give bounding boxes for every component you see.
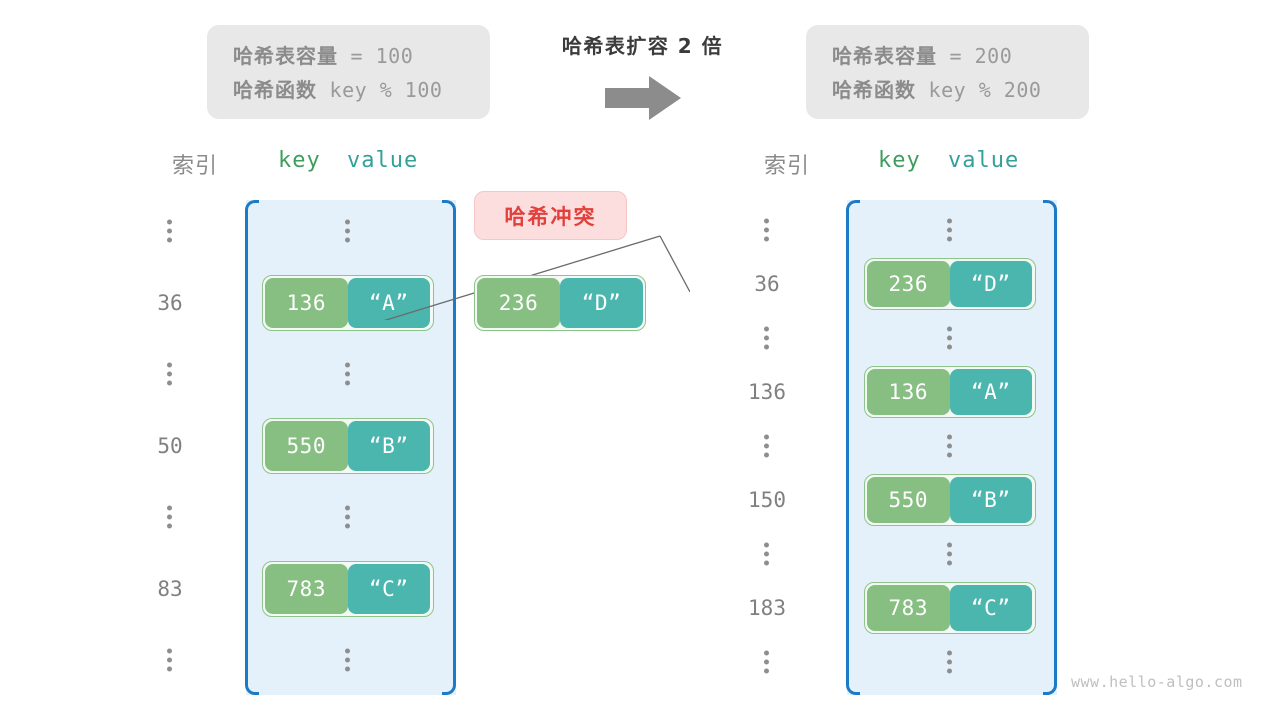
collision-badge-label: 哈希冲突 bbox=[504, 204, 597, 229]
left-table-corner-bl bbox=[245, 681, 259, 695]
index-ellipsis bbox=[764, 434, 770, 458]
right-arrow-icon bbox=[605, 76, 681, 120]
index-label: 36 bbox=[157, 290, 183, 315]
capacity-label-after: 哈希表容量 bbox=[832, 44, 937, 68]
index-ellipsis bbox=[764, 218, 770, 242]
index-label: 136 bbox=[748, 380, 786, 404]
cell-ellipsis bbox=[947, 650, 953, 674]
left-key-column-header: key bbox=[278, 148, 321, 173]
right-key-column-header: key bbox=[878, 148, 921, 173]
left-table-corner-br bbox=[442, 681, 456, 695]
kv-key: 136 bbox=[867, 369, 950, 415]
index-ellipsis bbox=[764, 542, 770, 566]
kv-key: 783 bbox=[265, 563, 348, 614]
capacity-line-after: 哈希表容量 = 200 bbox=[832, 39, 1063, 73]
index-label: 36 bbox=[754, 272, 780, 296]
watermark: www.hello-algo.com bbox=[1071, 673, 1243, 691]
hash-fn-expr-after: key % 200 bbox=[916, 78, 1042, 102]
kv-key: 136 bbox=[265, 277, 348, 328]
hash-fn-expr-before: key % 100 bbox=[317, 78, 443, 102]
right-table-right-edge bbox=[1054, 210, 1057, 685]
kv-value: “A” bbox=[949, 369, 1032, 415]
kv-pair[interactable]: 136“A” bbox=[262, 274, 434, 331]
cell-ellipsis bbox=[947, 542, 953, 566]
cell-ellipsis bbox=[345, 505, 351, 529]
floating-kv-key: 236 bbox=[477, 278, 560, 328]
left-table-corner-tl bbox=[245, 200, 259, 214]
kv-pair[interactable]: 783“C” bbox=[864, 582, 1036, 634]
transform-label: 哈希表扩容 2 倍 bbox=[561, 34, 724, 58]
capacity-expr-after: = 200 bbox=[937, 44, 1013, 68]
capacity-label-before: 哈希表容量 bbox=[233, 44, 338, 68]
cell-ellipsis bbox=[345, 648, 351, 672]
index-label: 50 bbox=[157, 433, 183, 458]
right-table-corner-bl bbox=[846, 681, 860, 695]
floating-kv-value: “D” bbox=[560, 278, 643, 328]
hash-table-info-before: 哈希表容量 = 100 哈希函数 key % 100 bbox=[207, 25, 490, 119]
index-ellipsis bbox=[167, 505, 173, 529]
cell-ellipsis bbox=[947, 218, 953, 242]
kv-key: 236 bbox=[867, 261, 950, 307]
kv-value: “B” bbox=[949, 477, 1032, 523]
hash-table-info-after: 哈希表容量 = 200 哈希函数 key % 200 bbox=[806, 25, 1089, 119]
kv-value: “C” bbox=[347, 563, 430, 614]
left-table-right-edge bbox=[453, 210, 456, 685]
collision-badge: 哈希冲突 bbox=[474, 191, 627, 240]
cell-ellipsis bbox=[345, 362, 351, 386]
right-index-column-header: 索引 bbox=[764, 154, 811, 179]
index-label: 183 bbox=[748, 596, 786, 620]
hash-fn-label-after: 哈希函数 bbox=[832, 78, 916, 102]
cell-ellipsis bbox=[947, 326, 953, 350]
left-index-column-header: 索引 bbox=[172, 154, 219, 179]
index-ellipsis bbox=[167, 648, 173, 672]
left-value-column-header: value bbox=[347, 148, 419, 173]
index-ellipsis bbox=[167, 219, 173, 243]
index-label: 83 bbox=[157, 576, 183, 601]
capacity-line-before: 哈希表容量 = 100 bbox=[233, 39, 464, 73]
kv-pair[interactable]: 550“B” bbox=[864, 474, 1036, 526]
index-ellipsis bbox=[764, 326, 770, 350]
kv-pair[interactable]: 783“C” bbox=[262, 560, 434, 617]
right-table-left-edge bbox=[846, 210, 849, 685]
capacity-expr-before: = 100 bbox=[338, 44, 414, 68]
left-table-corner-tr bbox=[442, 200, 456, 214]
collision-line-to-floating-cell bbox=[659, 235, 690, 293]
index-ellipsis bbox=[167, 362, 173, 386]
kv-value: “B” bbox=[347, 420, 430, 471]
kv-pair[interactable]: 136“A” bbox=[864, 366, 1036, 418]
floating-kv-pair[interactable]: 236 “D” bbox=[474, 275, 646, 331]
index-ellipsis bbox=[764, 650, 770, 674]
cell-ellipsis bbox=[345, 219, 351, 243]
left-table-left-edge bbox=[245, 210, 248, 685]
kv-pair[interactable]: 550“B” bbox=[262, 417, 434, 474]
kv-key: 550 bbox=[265, 420, 348, 471]
right-value-column-header: value bbox=[948, 148, 1020, 173]
right-table-corner-br bbox=[1043, 681, 1057, 695]
kv-value: “D” bbox=[949, 261, 1032, 307]
hash-fn-line-after: 哈希函数 key % 200 bbox=[832, 73, 1063, 107]
kv-pair[interactable]: 236“D” bbox=[864, 258, 1036, 310]
hash-fn-label-before: 哈希函数 bbox=[233, 78, 317, 102]
kv-key: 783 bbox=[867, 585, 950, 631]
cell-ellipsis bbox=[947, 434, 953, 458]
right-table-corner-tl bbox=[846, 200, 860, 214]
hash-fn-line-before: 哈希函数 key % 100 bbox=[233, 73, 464, 107]
right-table-corner-tr bbox=[1043, 200, 1057, 214]
kv-value: “C” bbox=[949, 585, 1032, 631]
index-label: 150 bbox=[748, 488, 786, 512]
kv-key: 550 bbox=[867, 477, 950, 523]
